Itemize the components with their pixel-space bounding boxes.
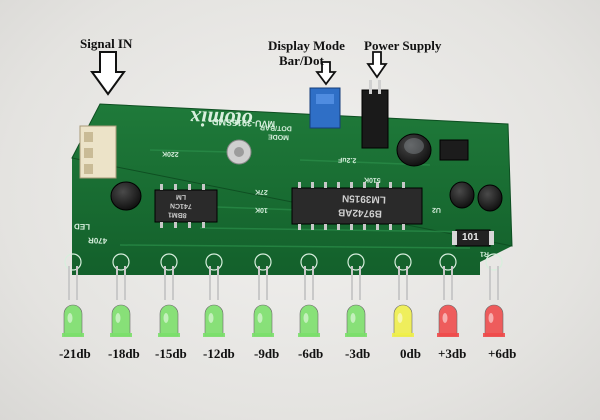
led-rim <box>252 333 274 337</box>
led-rim <box>392 333 414 337</box>
silk-220k: 220K <box>161 149 179 158</box>
led-highlight <box>442 313 448 323</box>
led-rim <box>62 333 84 337</box>
smd-resistor <box>452 229 494 247</box>
led <box>393 304 413 337</box>
db-label: +3db <box>438 346 467 361</box>
db-label: -9db <box>254 346 280 361</box>
led-pad-outline <box>347 253 365 271</box>
mode-arrow-icon <box>315 61 337 86</box>
regulator <box>439 139 469 161</box>
db-label: -6db <box>298 346 324 361</box>
capacitor-right-2 <box>477 184 503 212</box>
led-rim <box>158 333 180 337</box>
led-highlight <box>163 313 169 323</box>
silk-10k: 10K <box>254 205 268 214</box>
led <box>253 304 273 337</box>
mode-silk: MODE <box>267 132 290 141</box>
led-rim <box>345 333 367 337</box>
led-rim <box>203 333 225 337</box>
ic-main-code: B9742AB <box>337 206 383 219</box>
power-arrow-icon <box>366 51 388 79</box>
led-highlight <box>303 313 309 323</box>
led-rim <box>110 333 132 337</box>
led-highlight <box>67 313 73 323</box>
led <box>299 304 319 337</box>
led-highlight <box>115 313 121 323</box>
ic-main-label: LM3915N <box>341 192 387 205</box>
led-pad-outline <box>300 253 318 271</box>
led <box>159 304 179 337</box>
led-highlight <box>397 313 403 323</box>
silk-r1: R1 <box>479 249 490 258</box>
silk-led: LED <box>73 221 91 232</box>
resistor-code: 101 <box>462 232 479 243</box>
db-label: -3db <box>345 346 371 361</box>
led-pad-outline <box>254 253 272 271</box>
led-pad-outline <box>160 253 178 271</box>
silk-510k: 510K <box>363 175 381 184</box>
led-highlight <box>488 313 494 323</box>
led-pad-outline <box>485 253 503 271</box>
led-highlight <box>257 313 263 323</box>
signal-connector <box>79 125 117 179</box>
led <box>111 304 131 337</box>
led-pad-outline <box>64 253 82 271</box>
silk-27k: 27K <box>254 187 268 196</box>
led-pad-outline <box>439 253 457 271</box>
db-label: -18db <box>108 346 140 361</box>
led <box>204 304 224 337</box>
led-leads <box>62 253 505 337</box>
power-supply-label: Power Supply <box>364 38 442 53</box>
led-highlight <box>350 313 356 323</box>
capacitor-right-1 <box>449 181 475 209</box>
led-rim <box>437 333 459 337</box>
dot-bar-silk: DOT/BAR <box>259 123 293 132</box>
ic-small <box>154 184 218 228</box>
led-highlight <box>208 313 214 323</box>
led <box>484 304 504 337</box>
led-pad-outline <box>205 253 223 271</box>
signal-arrow-icon <box>90 51 126 96</box>
capacitor-left <box>110 181 142 211</box>
db-label: 0db <box>400 346 421 361</box>
silk-2u2: 2.2uF <box>337 155 357 164</box>
led-pad-outline <box>112 253 130 271</box>
trimmer-pot <box>226 139 252 165</box>
db-label: +6db <box>488 346 517 361</box>
power-connector <box>361 80 389 149</box>
display-mode-label: Display Mode <box>268 38 345 53</box>
led <box>438 304 458 337</box>
led-rim <box>298 333 320 337</box>
mode-jumper <box>309 87 341 129</box>
db-label: -15db <box>155 346 187 361</box>
bar-dot-label: Bar/Dot <box>279 53 324 68</box>
ic-main <box>291 182 423 230</box>
db-label: -21db <box>59 346 91 361</box>
led <box>346 304 366 337</box>
signal-in-label: Signal IN <box>80 36 133 51</box>
ic-small-line2: 741CN <box>169 201 192 210</box>
led <box>63 304 83 337</box>
led-pad-outline <box>394 253 412 271</box>
silk-u2: U2 <box>431 205 442 214</box>
silk-470r: 470R <box>87 235 108 246</box>
ic-small-line3: 8BM1 <box>167 210 187 219</box>
capacitor-top-right <box>396 133 432 167</box>
db-label: -12db <box>203 346 235 361</box>
ic-small-line1: LM <box>175 192 187 201</box>
led-rim <box>483 333 505 337</box>
